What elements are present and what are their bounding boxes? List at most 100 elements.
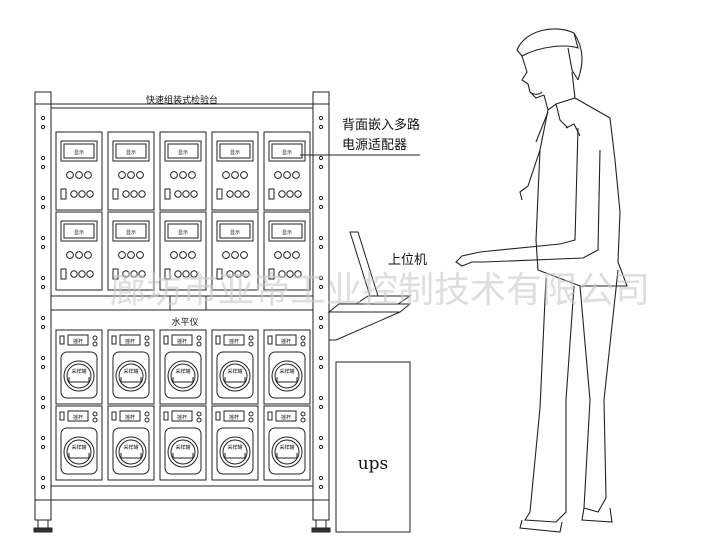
small-display [223, 334, 245, 346]
post-hole [318, 204, 324, 210]
post-hole [40, 324, 46, 330]
sampling-can-icon [271, 360, 303, 392]
knob-icon [66, 171, 74, 179]
post-hole [318, 484, 324, 490]
post-hole [40, 164, 46, 170]
sampling-can-icon [219, 360, 251, 392]
display-unit: 显示 [159, 211, 207, 291]
switch-icon [112, 188, 119, 200]
indicator-icon [196, 417, 202, 423]
knob-icon [118, 251, 126, 259]
sampling-can-icon [219, 436, 251, 468]
sampling-window [60, 351, 98, 399]
small-display [119, 334, 141, 346]
button-icon [174, 190, 182, 198]
post-hole [40, 355, 46, 361]
indicator-icon [300, 411, 306, 417]
indicator-icon [144, 341, 150, 347]
sampling-window [268, 351, 306, 399]
post-hole [40, 435, 46, 441]
button-icon [242, 270, 250, 278]
rack-title: 快速组装式检验台 [146, 94, 218, 106]
right-foot [315, 519, 327, 529]
post-hole [40, 204, 46, 210]
post-hole [40, 444, 46, 450]
knob-icon [75, 251, 83, 259]
indicator-icon [92, 335, 98, 341]
post-hole [318, 284, 324, 290]
indicator-icon [144, 335, 150, 341]
handle-icon [68, 377, 90, 383]
knob-icon [240, 251, 248, 259]
sampling-can-icon [271, 436, 303, 468]
handle-icon [276, 377, 298, 383]
switch-icon [216, 188, 223, 200]
sampling-can-label: 采样罐 [279, 368, 294, 375]
rear-adapter-label-line2: 电源适配器 [342, 138, 407, 153]
sampling-can-label: 采样罐 [227, 368, 242, 375]
switch-icon [60, 268, 67, 280]
knob-icon [66, 251, 74, 259]
button-icon [278, 270, 286, 278]
switch-icon [267, 411, 273, 421]
handle-icon [276, 453, 298, 459]
button-icon [294, 270, 302, 278]
post-hole [40, 284, 46, 290]
indicator-icon [300, 341, 306, 347]
sampling-can-icon [63, 436, 95, 468]
knob-icon [127, 251, 135, 259]
laptop [327, 231, 412, 341]
post-holes [40, 115, 324, 490]
display-screen [219, 223, 251, 239]
knob-icon [240, 171, 248, 179]
sampling-can-label: 采样罐 [71, 444, 86, 451]
button-icon [70, 190, 78, 198]
indicator-icon [248, 417, 254, 423]
display-unit: 显示 [55, 131, 103, 211]
small-display [275, 334, 297, 346]
sampling-can-label: 采样罐 [175, 444, 190, 451]
knob-icon [292, 171, 300, 179]
small-display-label: 摇杆 [125, 414, 135, 421]
indicator-icon [92, 417, 98, 423]
company-watermark: 廊坊市亚帝工业控制技术有限公司 [110, 270, 650, 311]
button-icon [138, 270, 146, 278]
knob-icon [84, 251, 92, 259]
host-pc-label: 上位机 [388, 253, 427, 268]
small-display-label: 摇杆 [281, 414, 291, 421]
display-screen [115, 223, 147, 239]
button-icon [294, 190, 302, 198]
switch-icon [59, 411, 65, 421]
display-screen-label: 显示 [126, 150, 136, 156]
sampling-can-icon [63, 360, 95, 392]
button-icon [234, 270, 242, 278]
knob-icon [283, 171, 291, 179]
indicator-icon [196, 411, 202, 417]
button-icon [242, 190, 250, 198]
display-screen-label: 显示 [230, 150, 240, 156]
left-foot [37, 519, 49, 529]
button-icon [190, 190, 198, 198]
sampling-window [112, 427, 150, 475]
post-hole [40, 484, 46, 490]
knob-icon [127, 171, 135, 179]
post-hole [318, 115, 324, 121]
ups-label: ups [358, 454, 389, 474]
handle-icon [120, 377, 142, 383]
sampling-can-icon [167, 360, 199, 392]
indicator-icon [300, 417, 306, 423]
small-display [171, 410, 193, 422]
knob-icon [179, 171, 187, 179]
switch-icon [111, 335, 117, 345]
small-display-label: 摇杆 [125, 338, 135, 345]
small-display-label: 摇杆 [177, 414, 187, 421]
post-hole [318, 364, 324, 370]
knob-icon [75, 171, 83, 179]
display-unit: 显示 [55, 211, 103, 291]
